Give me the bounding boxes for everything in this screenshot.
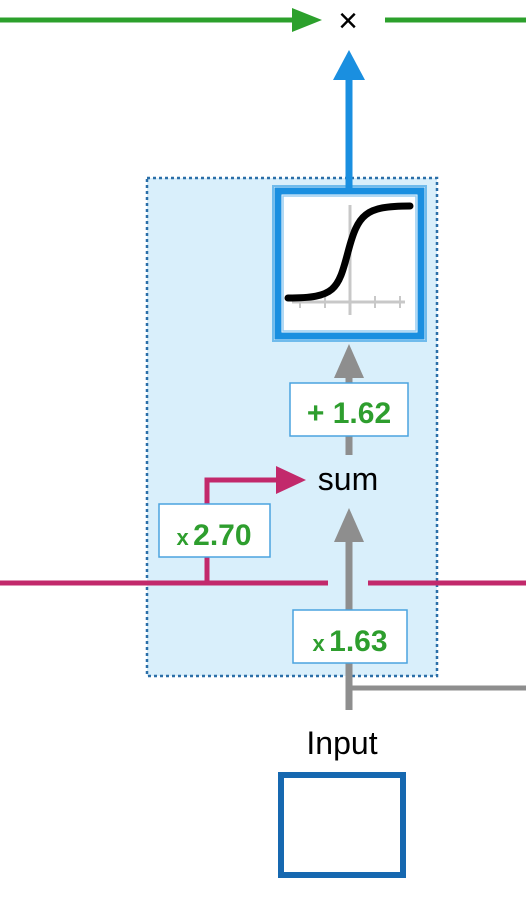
sigmoid-curve-icon bbox=[284, 202, 414, 315]
input-label: Input bbox=[306, 725, 377, 761]
input-box bbox=[278, 772, 406, 878]
recurrent-weight-box bbox=[158, 503, 271, 558]
recurrent-weight-label: x 2.70 bbox=[176, 519, 251, 552]
input-weight-value: 1.63 bbox=[329, 625, 387, 658]
long-term-memory-line bbox=[0, 8, 526, 32]
recurrent-weight-sign: x bbox=[176, 525, 189, 550]
input-weight-box bbox=[292, 609, 408, 664]
sigmoid-output-arrow bbox=[333, 50, 365, 188]
bias-label-box bbox=[289, 382, 409, 437]
bias-label: + 1.62 bbox=[307, 397, 391, 430]
bias-value: 1.62 bbox=[333, 397, 391, 430]
long-term-arrow-head bbox=[292, 8, 322, 32]
input-weight-sign: x bbox=[312, 631, 325, 656]
short-term-arrow-head bbox=[276, 466, 306, 494]
sum-label: sum bbox=[318, 461, 378, 497]
sigmoid-activation bbox=[272, 185, 427, 342]
input-weight-label: x 1.63 bbox=[312, 625, 387, 658]
recurrent-weight-value: 2.70 bbox=[193, 519, 251, 552]
multiply-symbol: × bbox=[338, 2, 358, 40]
bias-sign: + bbox=[307, 397, 325, 430]
